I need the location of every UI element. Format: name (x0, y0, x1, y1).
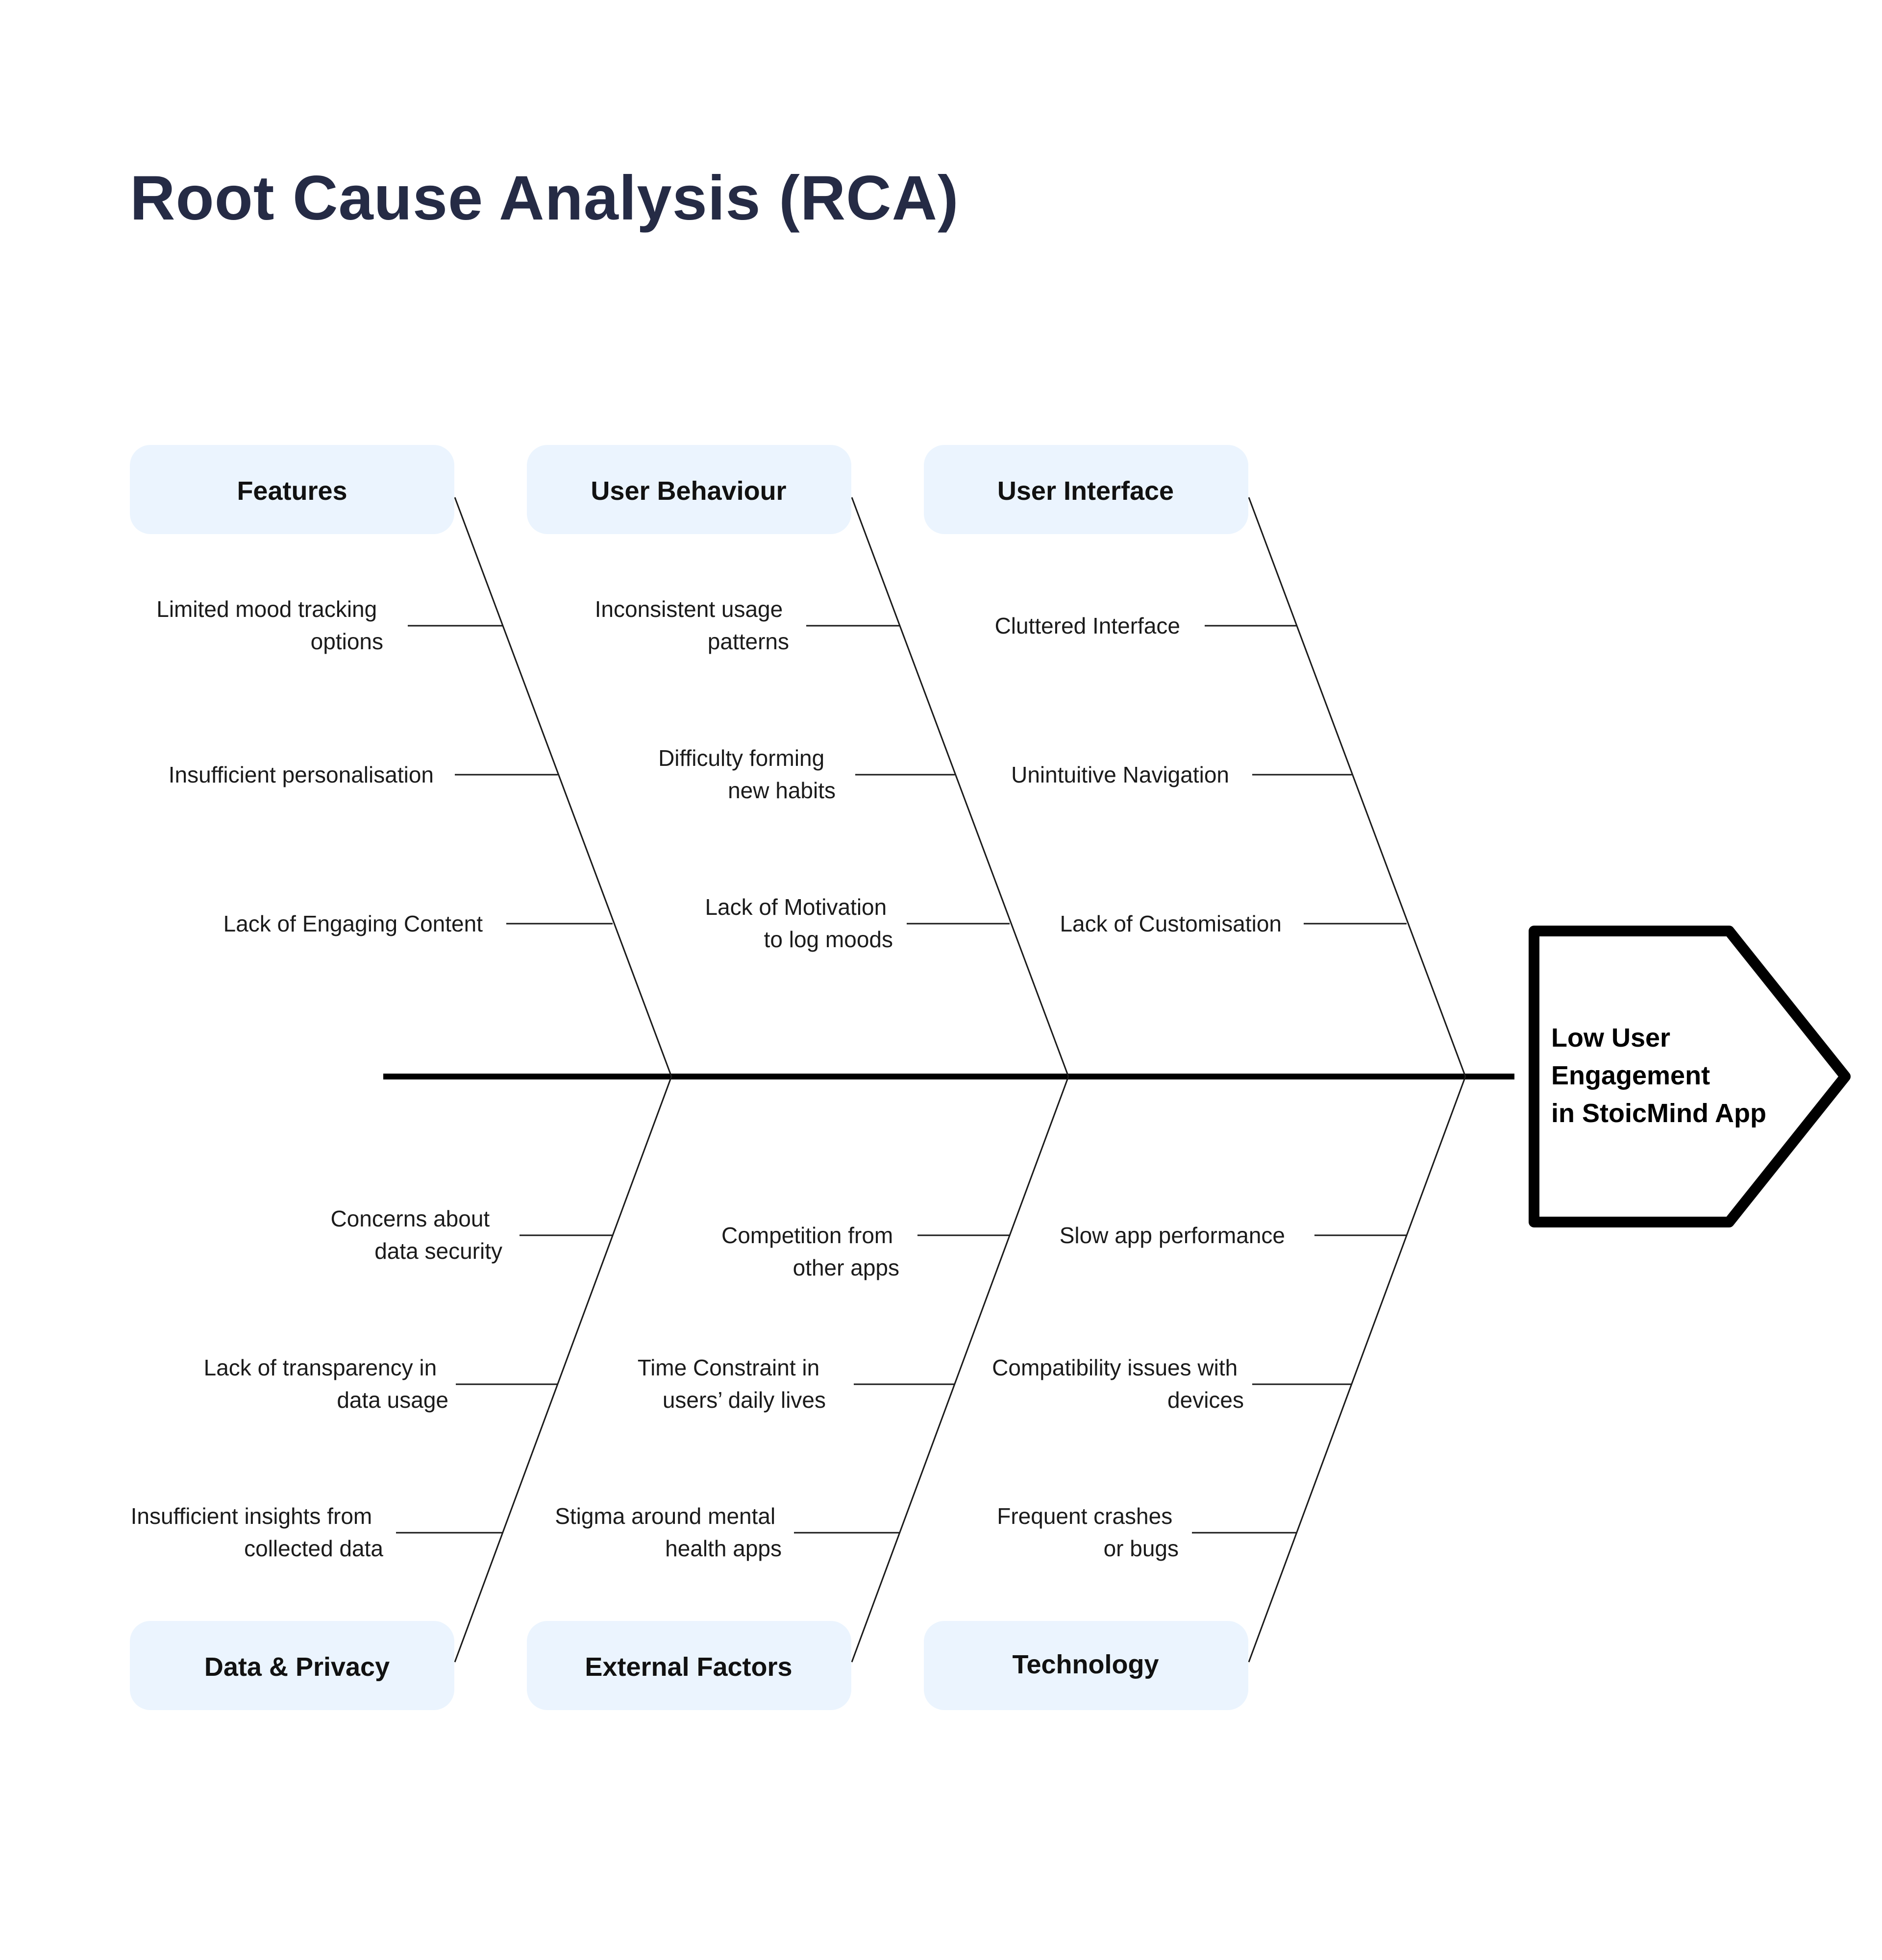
bone-user-behaviour (851, 497, 1069, 1077)
bone-features (454, 497, 672, 1077)
category-label-user-behaviour: User Behaviour (591, 476, 786, 506)
category-label-technology: Technology (1012, 1650, 1159, 1679)
bone-technology (1248, 1076, 1466, 1663)
effect-head: Low User Engagement in StoicMind App (1529, 926, 1851, 1227)
category-external-factors: External Factors Competition from other … (527, 1076, 1069, 1710)
category-box-features (130, 445, 454, 534)
cause-external-factors-3: Stigma around mental health apps (555, 1503, 782, 1561)
effect-label-line-1: Low User (1551, 1023, 1670, 1053)
cause-features-2: Insufficient personalisation (169, 762, 434, 787)
category-data-privacy: Data & Privacy Concerns about data secur… (130, 1076, 672, 1710)
cause-external-factors-2: Time Constraint in users’ daily lives (638, 1355, 826, 1413)
cause-features-1: Limited mood tracking options (156, 596, 383, 654)
effect-label-line-3: in StoicMind App (1551, 1099, 1766, 1128)
cause-data-privacy-2: Lack of transparency in data usage (204, 1355, 448, 1413)
category-box-user-interface (924, 445, 1248, 534)
category-user-interface: User Interface Cluttered Interface Unint… (924, 445, 1466, 1077)
effect-head-shape (1529, 926, 1851, 1227)
cause-user-interface-1: Cluttered Interface (995, 613, 1180, 638)
cause-external-factors-1: Competition from other apps (721, 1223, 899, 1280)
bone-user-interface (1248, 497, 1466, 1077)
category-box-external-factors (527, 1621, 851, 1710)
category-user-behaviour: User Behaviour Inconsistent usage patter… (527, 445, 1069, 1077)
bone-external-factors (851, 1076, 1069, 1663)
category-box-technology (924, 1621, 1248, 1710)
cause-technology-1: Slow app performance (1060, 1223, 1285, 1248)
cause-data-privacy-3: Insufficient insights from collected dat… (131, 1503, 384, 1561)
category-box-user-behaviour (527, 445, 851, 534)
category-technology: Technology Slow app performance Compatib… (924, 1076, 1466, 1710)
effect-label: Low User Engagement in StoicMind App (1551, 1023, 1766, 1128)
cause-data-privacy-1: Concerns about data security (330, 1206, 502, 1264)
category-label-features: Features (237, 476, 347, 506)
cause-features-3: Lack of Engaging Content (223, 911, 483, 936)
bone-data-privacy (454, 1076, 672, 1663)
category-box-data-privacy (130, 1621, 454, 1710)
cause-technology-3: Frequent crashes or bugs (997, 1503, 1179, 1561)
category-label-external-factors: External Factors (585, 1652, 792, 1682)
category-label-user-interface: User Interface (997, 476, 1174, 506)
effect-label-line-2: Engagement (1551, 1061, 1710, 1090)
cause-user-behaviour-3: Lack of Motivation to log moods (705, 894, 893, 952)
cause-user-behaviour-1: Inconsistent usage patterns (595, 596, 789, 654)
cause-user-behaviour-2: Difficulty forming new habits (658, 745, 836, 803)
cause-user-interface-3: Lack of Customisation (1060, 911, 1282, 936)
category-label-data-privacy: Data & Privacy (204, 1652, 390, 1682)
cause-technology-2: Compatibility issues with devices (992, 1355, 1244, 1413)
page-title: Root Cause Analysis (RCA) (130, 163, 959, 233)
cause-user-interface-2: Unintuitive Navigation (1011, 762, 1229, 787)
category-features: Features Limited mood tracking options I… (130, 445, 672, 1077)
